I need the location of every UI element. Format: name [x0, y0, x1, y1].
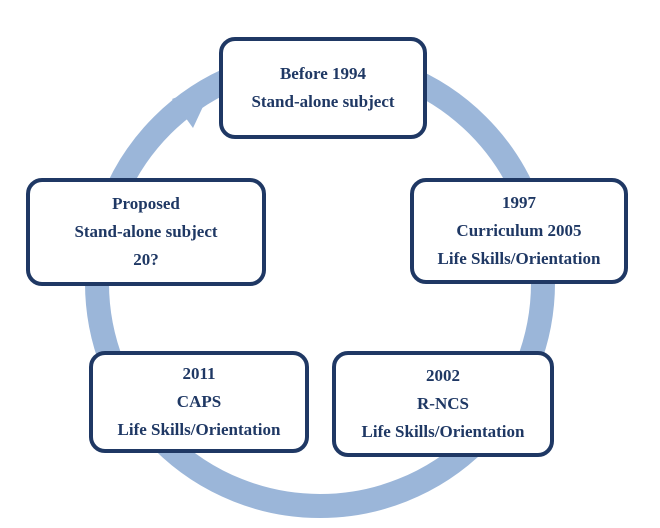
cycle-arrowhead — [172, 83, 214, 128]
stage-2011: 2011 CAPS Life Skills/Orientation — [89, 351, 309, 453]
stage-year: Before 1994 — [279, 64, 367, 83]
stage-proposed: Proposed Stand-alone subject 20? — [26, 178, 266, 286]
stage-curriculum: Curriculum 2005 — [456, 221, 582, 240]
stage-description: Life Skills/Orientation — [361, 422, 525, 441]
stage-description: Life Skills/Orientation — [437, 249, 601, 268]
stage-description: Stand-alone subject — [74, 222, 218, 241]
stage-year: 2002 — [426, 366, 460, 385]
stage-2002: 2002 R-NCS Life Skills/Orientation — [332, 351, 554, 457]
stage-1997: 1997 Curriculum 2005 Life Skills/Orienta… — [410, 178, 628, 284]
stage-curriculum: CAPS — [176, 392, 222, 411]
stage-year: 2011 — [182, 364, 216, 383]
stage-before-1994: Before 1994 Stand-alone subject — [219, 37, 427, 139]
stage-year: 20? — [133, 250, 159, 269]
stage-description: Stand-alone subject — [251, 92, 395, 111]
stage-curriculum: R-NCS — [417, 394, 469, 413]
stage-year: 1997 — [502, 193, 536, 212]
stage-status: Proposed — [112, 194, 180, 213]
stage-description: Life Skills/Orientation — [117, 420, 281, 439]
